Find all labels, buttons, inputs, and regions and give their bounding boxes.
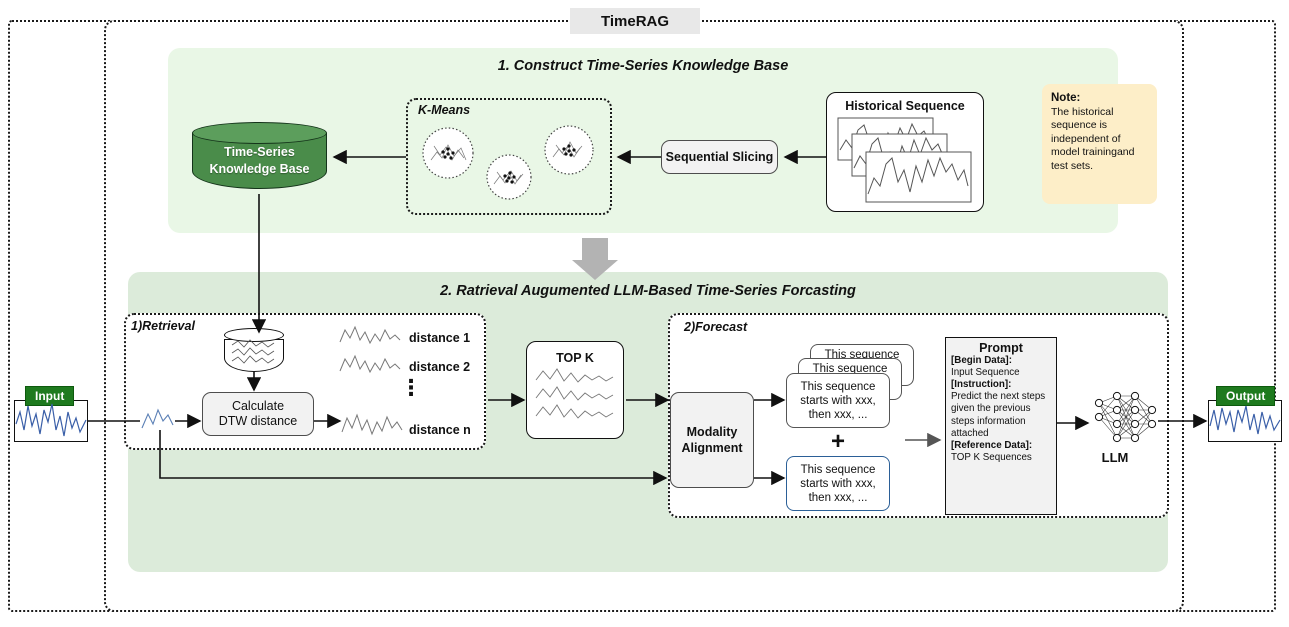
kb-label-line1: Time-Series	[224, 145, 295, 159]
knowledge-base-label: Time-Series Knowledge Base	[192, 144, 327, 178]
calculate-line1: Calculate	[231, 399, 285, 413]
retrieval-db-icon	[224, 328, 284, 372]
plus-symbol: +	[830, 428, 845, 455]
sequence-card-input: This sequence starts with xxx, then xxx,…	[786, 456, 890, 511]
note-heading: Note:	[1051, 92, 1081, 104]
modality-alignment-box[interactable]: Modality Alignment	[670, 392, 754, 488]
llm-label: LLM	[1101, 450, 1129, 465]
cylinder-top	[192, 122, 327, 144]
prompt-reference-label: [Reference Data]:	[951, 439, 1033, 451]
kmeans-group	[406, 98, 612, 215]
prompt-instruction-value: Predict the next steps given the previou…	[951, 391, 1046, 439]
retrieval-label: 1)Retrieval	[131, 319, 195, 333]
historical-sequence-label: Historical Sequence	[845, 99, 965, 113]
calculate-line2: DTW distance	[218, 414, 298, 428]
calculate-dtw-box[interactable]: Calculate DTW distance	[202, 392, 314, 436]
sequence-card-front: This sequence starts with xxx, then xxx,…	[786, 373, 890, 428]
input-label: Input	[25, 386, 75, 406]
output-label: Output	[1216, 386, 1276, 406]
distance-label-1: distance 1	[409, 331, 471, 345]
section-2-title: 2. Ratrieval Augumented LLM-Based Time-S…	[440, 283, 856, 299]
prompt-begin-value: Input Sequence	[951, 367, 1020, 379]
retrieval-cyl-top	[224, 328, 284, 342]
prompt-instruction-label: [Instruction]:	[951, 379, 1012, 391]
vertical-ellipsis: ⋮	[400, 375, 422, 400]
topk-label: TOP K	[556, 351, 594, 365]
time-series-knowledge-base: Time-Series Knowledge Base	[192, 122, 327, 194]
distance-label-2: distance 2	[409, 360, 471, 374]
input-box	[14, 400, 88, 442]
prompt-title: Prompt	[979, 341, 1023, 355]
note-body: The historical sequence is independent o…	[1051, 105, 1135, 172]
sequential-slicing-box[interactable]: Sequential Slicing	[661, 140, 778, 174]
prompt-reference-value: TOP K Sequences	[951, 451, 1032, 463]
modality-line1: Modality	[686, 425, 738, 439]
retrieval-cyl-body	[224, 339, 284, 372]
forecast-label: 2)Forecast	[684, 320, 748, 334]
page-title: TimeRAG	[570, 8, 700, 34]
modality-line2: Alignment	[681, 441, 743, 455]
section-1-title: 1. Construct Time-Series Knowledge Base	[497, 58, 789, 74]
note-callout: Note: The historical sequence is indepen…	[1042, 84, 1157, 204]
prompt-begin-label: [Begin Data]:	[951, 355, 1012, 367]
prompt-box: Prompt [Begin Data]: Input Sequence [Ins…	[945, 337, 1057, 515]
output-box	[1208, 400, 1282, 442]
kmeans-label: K-Means	[418, 103, 471, 117]
kb-label-line2: Knowledge Base	[209, 162, 310, 176]
distance-label-n: distance n	[409, 423, 471, 437]
